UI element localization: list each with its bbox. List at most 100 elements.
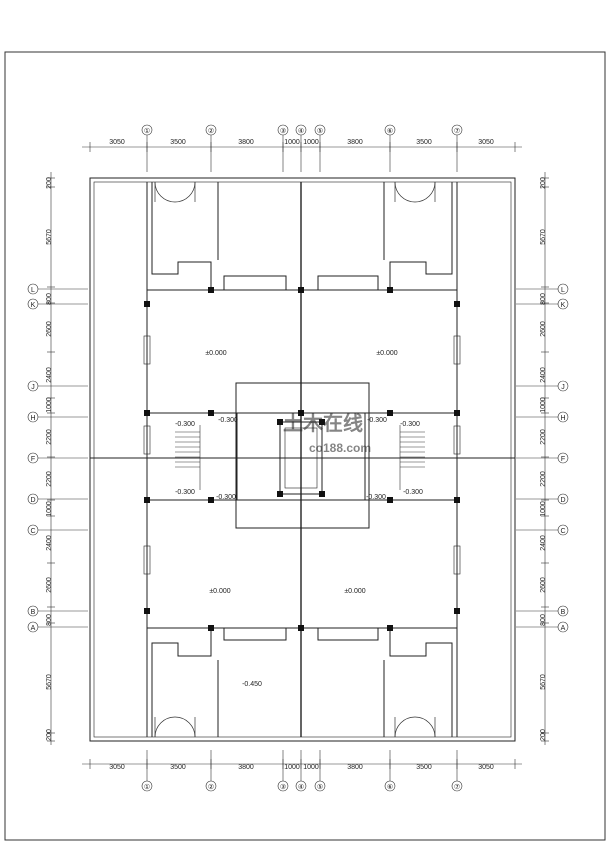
right-dim-7: 2200 [540,429,547,445]
stair-hall-right [364,412,458,501]
column [387,497,393,503]
structural-columns [144,287,460,631]
column [144,608,150,614]
window-mark [143,425,151,455]
lower-right-rooms [301,627,453,737]
column [277,419,283,425]
core-outline [235,382,370,529]
bottom-dim-7: 3500 [416,764,432,771]
garage-door-right-leaf [174,716,196,738]
upper-left-rooms [151,182,301,291]
elevator-car [284,427,318,489]
axis-col-6-top: ⑥ [387,127,393,135]
level-stair-lr-2: -0.300 [403,489,423,496]
axis-col-1-bottom: ① [144,783,150,791]
axis-row-B-right: B [561,609,566,616]
left-dim-12: 800 [46,614,53,626]
right-dim-6: 1000 [540,397,547,413]
axis-row-D-right: D [560,497,565,504]
window-mark [143,335,151,365]
right-dim-5: 2400 [540,367,547,383]
watermark: 土木在线 co188.com [283,411,371,455]
bottom-dim-8: 3050 [478,764,494,771]
lower-left-living [146,499,302,629]
axis-row-A-right: A [561,625,566,632]
lower-left-rooms [151,627,301,737]
level-upper-left-room: ±0.000 [205,350,226,357]
left-dim-3: 800 [46,293,53,305]
axis-col-7-bottom: ⑦ [454,783,460,791]
top-dim-8: 3050 [478,139,494,146]
axis-row-J-right: J [561,384,565,391]
lower-right-living [300,499,458,629]
top-dim-1: 3050 [109,139,125,146]
column [454,497,460,503]
axis-col-7-top: ⑦ [454,127,460,135]
right-dim-12: 800 [540,614,547,626]
walls [89,177,516,742]
axis-row-F-right: F [561,456,565,463]
bottom-dim-6: 3800 [347,764,363,771]
garage-door-left-leaf [394,181,416,203]
bottom-dim-3: 3800 [238,764,254,771]
window-mark [453,425,461,455]
bottom-dimension-texts: 3050 3500 3800 1000 1000 3800 3500 3050 [109,764,494,771]
column [387,287,393,293]
axis-col-4-top: ④ [298,127,304,135]
right-dim-13: 5670 [540,674,547,690]
left-dim-13: 5670 [46,674,53,690]
stairs [175,425,425,490]
axis-row-C-right: C [560,528,565,535]
top-dim-3: 3800 [238,139,254,146]
top-dim-6: 3800 [347,139,363,146]
left-dim-5: 2400 [46,367,53,383]
upper-right-rooms [301,182,453,291]
axis-row-B-left: B [31,609,36,616]
sheet-border [4,51,606,841]
top-dimension-texts: 3050 3500 3800 1000 1000 3800 3500 3050 [109,139,494,146]
axis-col-4-bottom: ④ [298,783,304,791]
top-dim-7: 3500 [416,139,432,146]
column [277,491,283,497]
window-mark [453,545,461,575]
axis-col-2-top: ② [208,127,214,135]
top-dim-2: 3500 [170,139,186,146]
column [454,301,460,307]
window-mark [453,335,461,365]
column-axes-bottom: ① ② ③ ④ ⑤ ⑥ ⑦ [144,783,460,791]
axis-col-5-top: ⑤ [317,127,323,135]
column [208,287,214,293]
axis-row-C-left: C [30,528,35,535]
axis-col-1-top: ① [144,127,150,135]
bottom-dim-2: 3500 [170,764,186,771]
dimension-lines [27,124,569,792]
axis-col-6-bottom: ⑥ [387,783,393,791]
column [144,301,150,307]
doors [154,181,436,738]
stair-hall-left [146,412,238,501]
column [298,287,304,293]
watermark-text: 土木在线 [283,411,363,435]
level-stair-ul-1: -0.300 [218,417,238,424]
level-upper-right-room: ±0.000 [376,350,397,357]
row-axes-left: L K J H F D C B A [30,287,35,632]
axis-row-A-left: A [31,625,36,632]
column [319,491,325,497]
right-dim-3: 800 [540,293,547,305]
outer-wall-inner [93,181,512,738]
level-lower-right-room: ±0.000 [344,588,365,595]
column [208,410,214,416]
axis-row-H-left: H [30,415,35,422]
left-dim-14: 200 [46,729,53,741]
level-annotations: ±0.000 ±0.000 -0.300 -0.300 -0.300 -0.30… [175,350,423,688]
right-dim-8: 2200 [540,471,547,487]
left-dim-8: 2200 [46,471,53,487]
right-dim-4: 2600 [540,321,547,337]
left-dim-1: 200 [46,177,53,189]
bottom-dim-1: 3050 [109,764,125,771]
column [298,410,304,416]
garage-door-left-leaf [154,181,176,203]
left-dim-4: 2600 [46,321,53,337]
level-stair-ur-2: -0.300 [400,421,420,428]
